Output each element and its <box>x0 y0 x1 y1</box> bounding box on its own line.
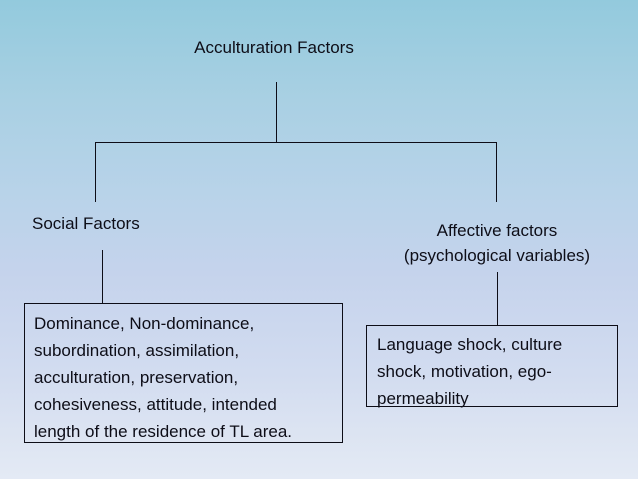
social-detail-line-4: cohesiveness, attitude, intended <box>34 395 277 414</box>
affective-detail-line-3: permeability <box>377 389 469 408</box>
affective-factors-detail-box: Language shock, culture shock, motivatio… <box>366 325 618 408</box>
social-detail-line-3: acculturation, preservation, <box>34 368 239 387</box>
branch-left-heading: Social Factors <box>32 214 140 233</box>
root-node-label: Acculturation Factors <box>194 38 354 57</box>
branch-right-heading-line-2: (psychological variables) <box>403 246 591 265</box>
social-detail-line-2: subordination, assimilation, <box>34 341 240 360</box>
branch-right-heading-line-1: Affective factors <box>436 221 558 240</box>
social-detail-line-5: length of the residence of TL area. <box>34 422 293 441</box>
social-factors-detail-box: Dominance, Non-dominance, subordination,… <box>24 303 343 443</box>
connector-split-bar <box>95 142 497 143</box>
connector-root-stem <box>276 82 277 142</box>
connector-branch-left <box>95 142 96 202</box>
connector-branch-right <box>496 142 497 202</box>
connector-left-heading-to-box <box>102 250 103 303</box>
branch-right-heading: Affective factors (psychological variabl… <box>372 218 622 268</box>
connector-right-heading-to-box <box>497 272 498 325</box>
affective-detail-line-1: Language shock, culture <box>377 335 563 354</box>
social-detail-line-1: Dominance, Non-dominance, <box>34 314 255 333</box>
affective-detail-line-2: shock, motivation, ego- <box>377 362 552 381</box>
